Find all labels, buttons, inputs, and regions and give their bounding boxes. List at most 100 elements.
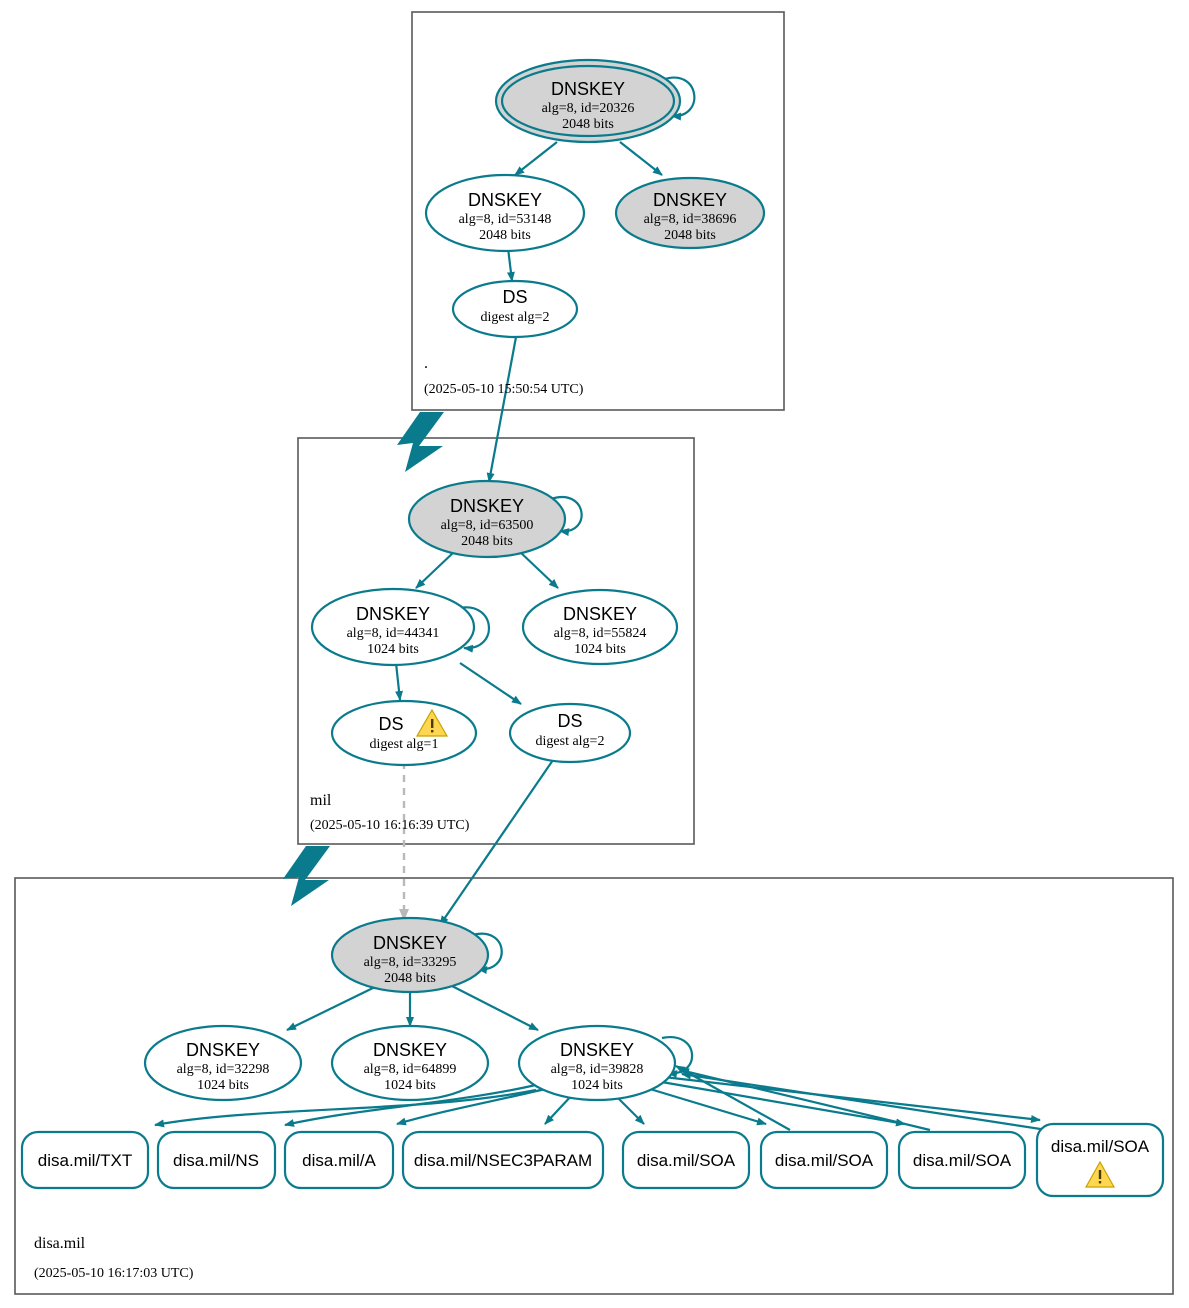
node-title: DNSKEY xyxy=(356,604,430,624)
node-line2: alg=8, id=53148 xyxy=(459,212,552,227)
node-title: DS xyxy=(502,287,527,307)
edge-self-63500 xyxy=(550,496,583,537)
node-line2: alg=8, id=39828 xyxy=(551,1062,644,1077)
zone-timestamp-root: (2025-05-10 15:50:54 UTC) xyxy=(424,382,584,397)
edge-39828-to-soa-2 xyxy=(639,1084,767,1126)
node-dnskey-53148[interactable]: DNSKEY alg=8, id=53148 2048 bits xyxy=(424,173,586,253)
node-ds-mil-alg2[interactable]: DS digest alg=2 xyxy=(508,702,632,764)
node-line3: 2048 bits xyxy=(461,534,513,549)
rrset-disa-mil-nsec3param[interactable]: disa.mil/NSEC3PARAM xyxy=(401,1130,605,1190)
edge-39828-to-soa-3 xyxy=(649,1078,906,1127)
node-line3: 1024 bits xyxy=(384,1078,436,1093)
rrset-label: disa.mil/SOA xyxy=(775,1151,874,1170)
edge-63500-to-44341 xyxy=(415,550,456,589)
edge-soa-4-to-39828 xyxy=(681,1071,1061,1134)
edge-20326-to-38696 xyxy=(619,141,663,176)
node-dnskey-55824[interactable]: DNSKEY alg=8, id=55824 1024 bits xyxy=(521,588,679,666)
node-line2: alg=8, id=32298 xyxy=(177,1062,270,1077)
node-title: DNSKEY xyxy=(560,1040,634,1060)
rrset-label: disa.mil/SOA xyxy=(913,1151,1012,1170)
node-title: DNSKEY xyxy=(653,190,727,210)
edge-53148-to-ds2 xyxy=(506,247,515,282)
node-dnskey-63500[interactable]: DNSKEY alg=8, id=63500 2048 bits xyxy=(407,479,567,559)
warning-icon xyxy=(415,708,449,737)
rrset-label: disa.mil/NS xyxy=(173,1151,259,1170)
node-title: DNSKEY xyxy=(468,190,542,210)
rrset-disa-mil-soa-1[interactable]: disa.mil/SOA xyxy=(621,1130,751,1190)
rrset-label: disa.mil/SOA xyxy=(1051,1137,1150,1156)
node-title: DNSKEY xyxy=(450,496,524,516)
edge-39828-to-a xyxy=(396,1087,546,1126)
node-title: DS xyxy=(557,711,582,731)
node-line3: 2048 bits xyxy=(479,228,531,243)
node-title: DNSKEY xyxy=(373,1040,447,1060)
zone-timestamp-mil: (2025-05-10 16:16:39 UTC) xyxy=(310,818,470,833)
edge-root-ds2-to-mil-63500 xyxy=(486,336,518,483)
edge-self-33295 xyxy=(471,932,503,975)
rrset-disa-mil-txt[interactable]: disa.mil/TXT xyxy=(20,1130,150,1190)
edge-63500-to-55824 xyxy=(518,550,559,589)
rrset-disa-mil-soa-4[interactable]: disa.mil/SOA xyxy=(1035,1122,1165,1198)
rrset-label: disa.mil/TXT xyxy=(38,1151,132,1170)
node-line2: alg=8, id=63500 xyxy=(441,518,534,533)
edge-33295-to-39828 xyxy=(449,984,539,1031)
node-line2: alg=8, id=64899 xyxy=(364,1062,457,1077)
node-dnskey-64899[interactable]: DNSKEY alg=8, id=64899 1024 bits xyxy=(330,1024,490,1102)
rrset-label: disa.mil/A xyxy=(302,1151,376,1170)
rrset-disa-mil-a[interactable]: disa.mil/A xyxy=(283,1130,395,1190)
rrset-disa-mil-soa-3[interactable]: disa.mil/SOA xyxy=(897,1130,1027,1190)
node-line2: digest alg=2 xyxy=(481,310,550,325)
node-line2: alg=8, id=55824 xyxy=(554,626,647,641)
node-dnskey-32298[interactable]: DNSKEY alg=8, id=32298 1024 bits xyxy=(143,1024,303,1102)
zone-label-root: . xyxy=(424,355,428,372)
edge-44341-to-ds1 xyxy=(394,662,404,701)
node-title: DS xyxy=(378,714,403,734)
node-line2: alg=8, id=20326 xyxy=(542,101,635,116)
warning-icon xyxy=(1084,1160,1116,1188)
node-line3: 1024 bits xyxy=(367,642,419,657)
rrset-disa-mil-ns[interactable]: disa.mil/NS xyxy=(156,1130,277,1190)
edge-33295-to-32298 xyxy=(286,985,378,1031)
zone-box-root xyxy=(411,11,785,411)
node-line3: 2048 bits xyxy=(384,971,436,986)
node-line3: 1024 bits xyxy=(571,1078,623,1093)
node-line2: alg=8, id=33295 xyxy=(364,955,457,970)
node-dnskey-38696[interactable]: DNSKEY alg=8, id=38696 2048 bits xyxy=(614,176,766,250)
delegation-arrow-mil-to-disa xyxy=(283,846,330,906)
rrset-label: disa.mil/SOA xyxy=(637,1151,736,1170)
rrset-disa-mil-soa-2[interactable]: disa.mil/SOA xyxy=(759,1130,889,1190)
node-title: DNSKEY xyxy=(551,79,625,99)
edge-39828-to-txt xyxy=(154,1088,537,1128)
edge-self-44341 xyxy=(458,606,490,653)
zone-box-disa-mil xyxy=(14,877,1174,1295)
edge-self-20326 xyxy=(661,76,696,121)
node-ds-mil-alg1[interactable]: DS digest alg=1 xyxy=(330,699,478,767)
node-dnskey-33295[interactable]: DNSKEY alg=8, id=33295 2048 bits xyxy=(330,916,490,994)
node-line2: digest alg=2 xyxy=(536,734,605,749)
edge-44341-to-ds2 xyxy=(459,662,522,705)
edge-20326-to-53148 xyxy=(514,141,558,176)
node-line3: 1024 bits xyxy=(197,1078,249,1093)
node-line3: 2048 bits xyxy=(562,117,614,132)
node-dnskey-44341[interactable]: DNSKEY alg=8, id=44341 1024 bits xyxy=(310,587,476,667)
node-dnskey-20326[interactable]: DNSKEY alg=8, id=20326 2048 bits xyxy=(494,58,682,144)
node-dnskey-39828[interactable]: DNSKEY alg=8, id=39828 1024 bits xyxy=(517,1024,677,1102)
node-line2: digest alg=1 xyxy=(370,737,439,752)
delegation-arrow-root-to-mil xyxy=(397,412,444,472)
zone-label-disa-mil: disa.mil xyxy=(34,1235,86,1252)
node-title: DNSKEY xyxy=(563,604,637,624)
node-title: DNSKEY xyxy=(373,933,447,953)
node-ds-root-alg2[interactable]: DS digest alg=2 xyxy=(451,279,579,339)
zone-label-mil: mil xyxy=(310,792,332,809)
edge-mil-ds2-to-disa-33295 xyxy=(439,759,554,926)
rrset-label: disa.mil/NSEC3PARAM xyxy=(414,1151,592,1170)
edge-39828-to-nsec3param xyxy=(544,1093,574,1125)
node-line3: 1024 bits xyxy=(574,642,626,657)
edge-39828-to-soa-4 xyxy=(654,1074,1041,1123)
zone-timestamp-disa-mil: (2025-05-10 16:17:03 UTC) xyxy=(34,1266,194,1281)
node-title: DNSKEY xyxy=(186,1040,260,1060)
edge-39828-to-ns xyxy=(284,1082,541,1127)
node-line3: 2048 bits xyxy=(664,228,716,243)
node-line2: alg=8, id=44341 xyxy=(347,626,440,641)
